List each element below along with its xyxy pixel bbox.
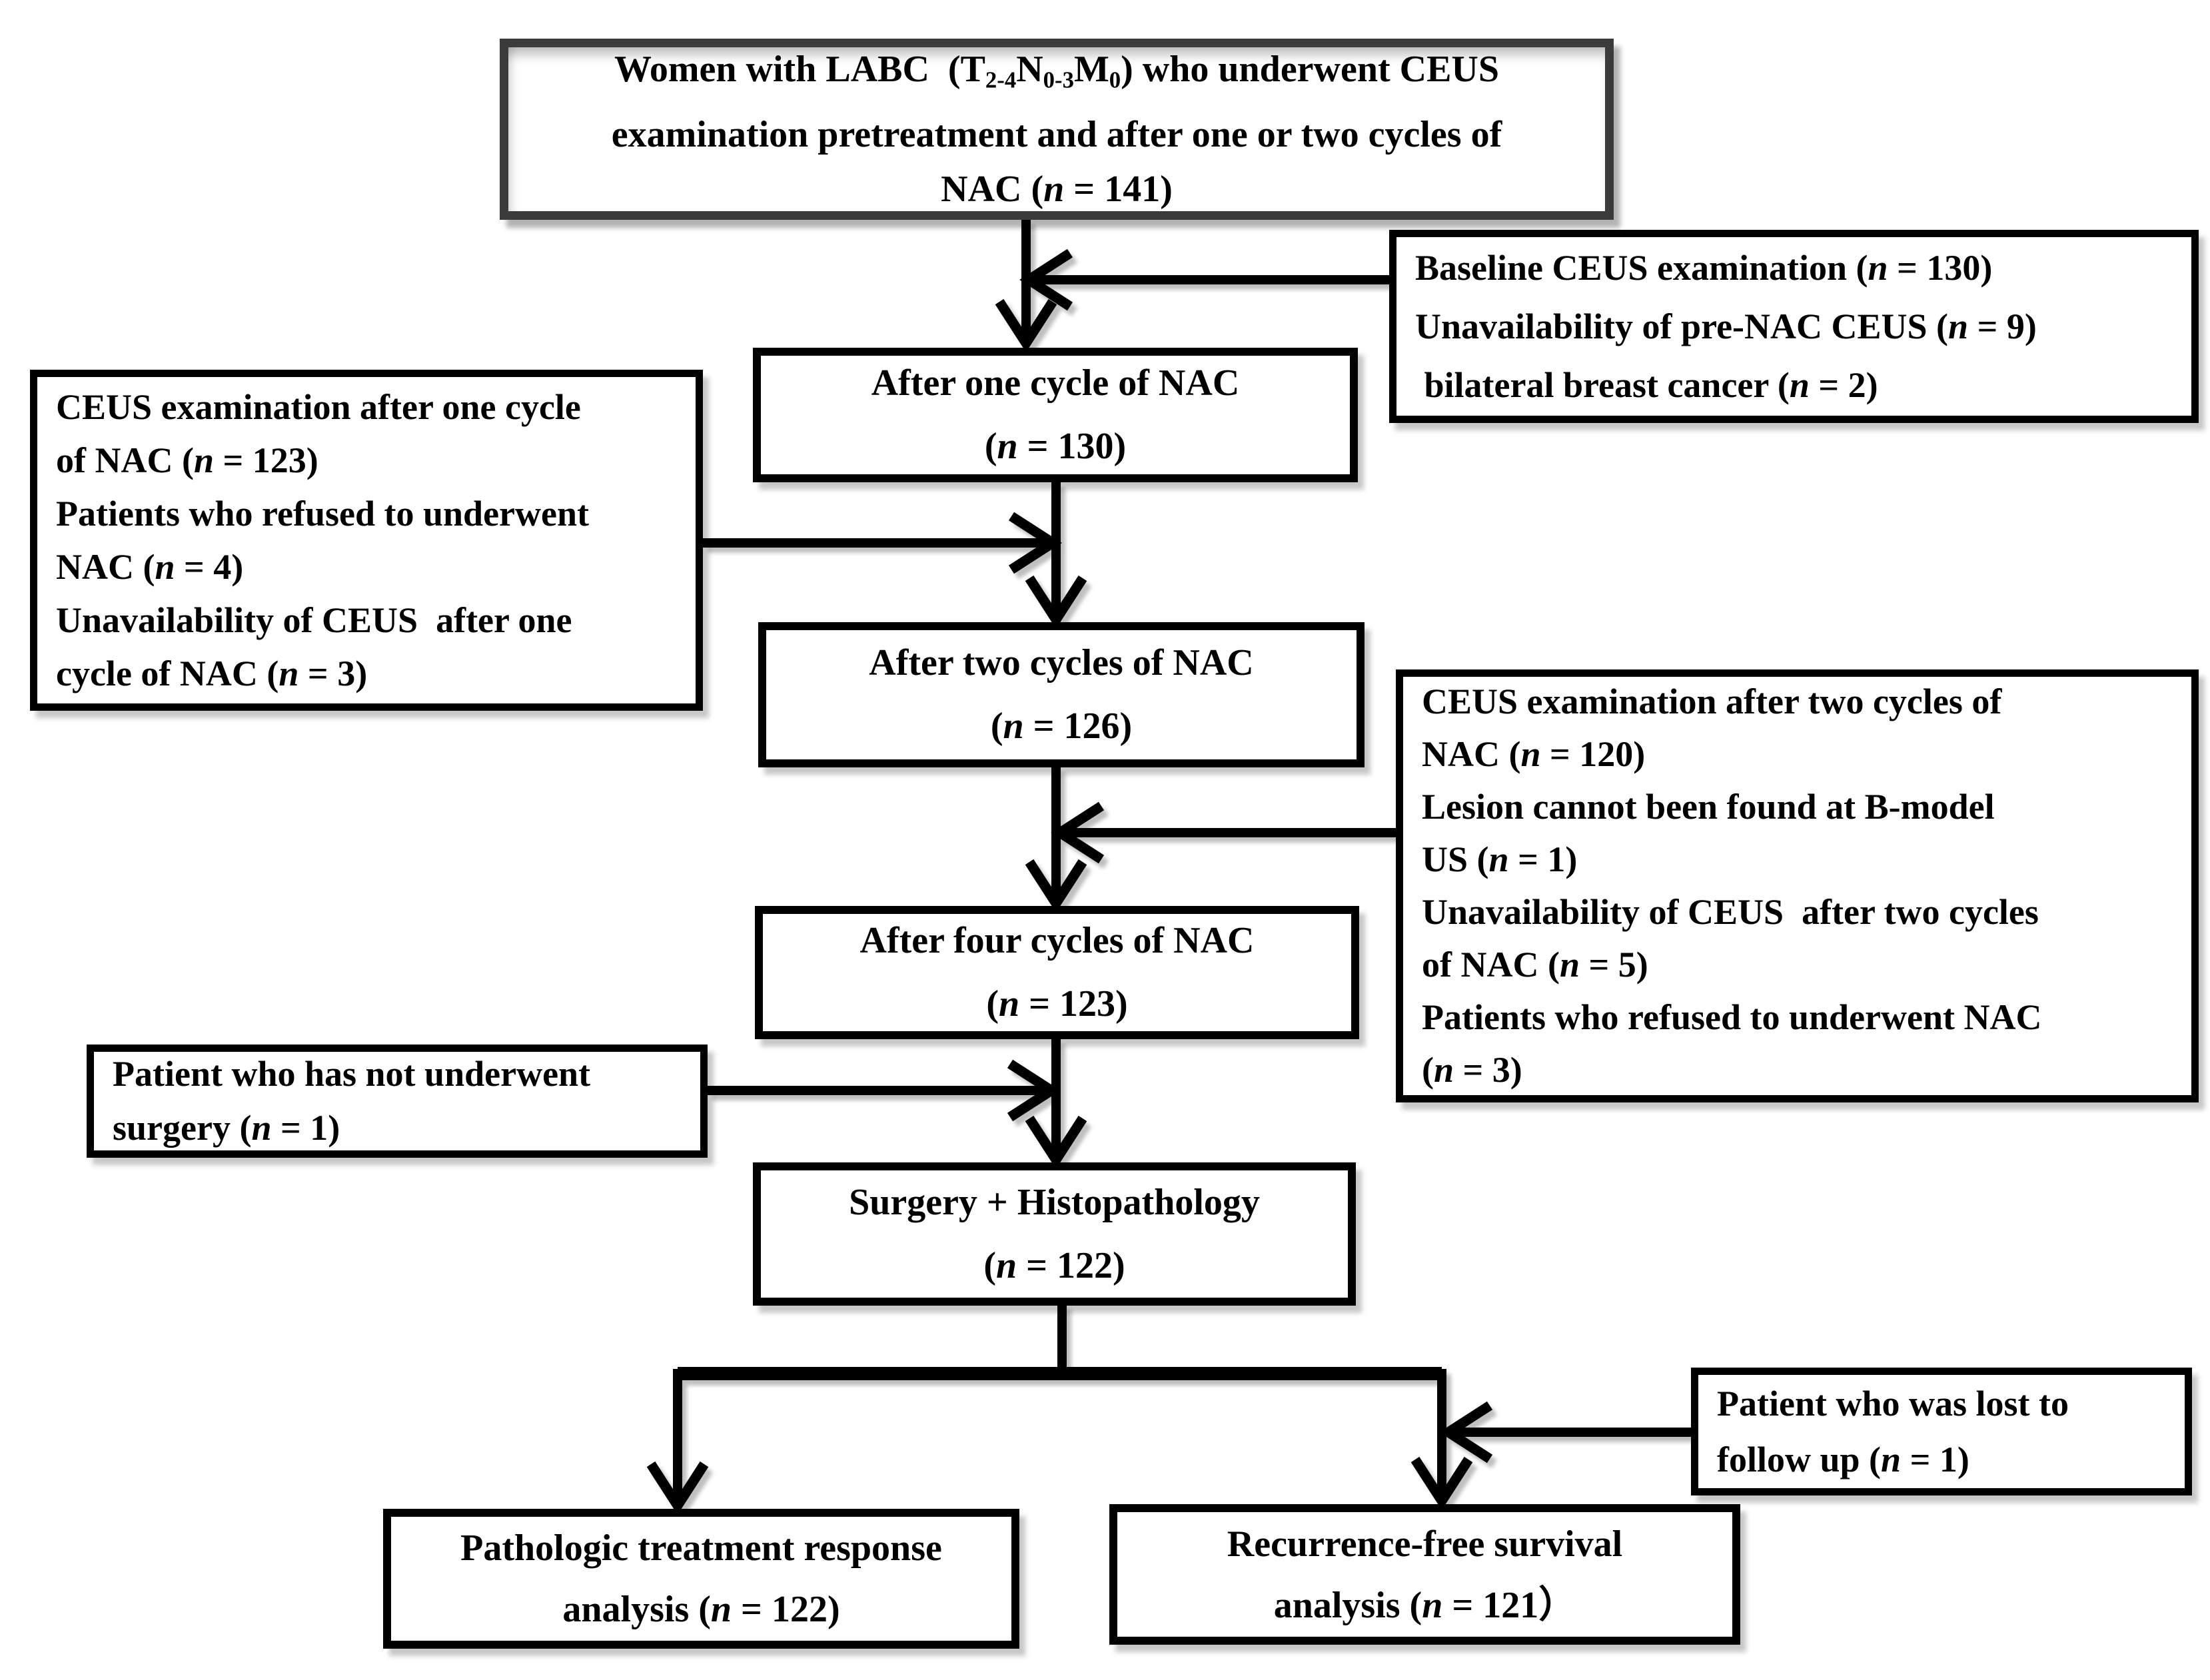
arrowhead-down-one-cycle (995, 298, 1057, 352)
text-line: analysis (n = 122) (562, 1589, 840, 1630)
text-line: Lesion cannot been found at B-model (1422, 787, 1995, 827)
box-after-two-cycles: After two cycles of NAC (n = 126) (758, 622, 1365, 767)
text-line: NAC (n = 141) (941, 169, 1173, 210)
text-line: (n = 130) (984, 426, 1127, 467)
text-line: (n = 126) (990, 705, 1133, 747)
text-line: After two cycles of NAC (869, 642, 1254, 683)
text-line: analysis (n = 121） (1273, 1584, 1576, 1626)
box-exclusion-lost-followup: Patient who was lost to follow up (n = 1) (1691, 1368, 2192, 1495)
arrowhead-down-two-cycles (1025, 575, 1087, 629)
text-line: Patient who has not underwent (113, 1054, 591, 1094)
text-line: Patient who was lost to (1717, 1384, 2069, 1424)
box-enrollment: Women with LABC (T2-4N0-3M0) who underwe… (500, 39, 1614, 220)
text-line: After one cycle of NAC (871, 362, 1240, 404)
text-line: (n = 122) (983, 1244, 1125, 1286)
arrowhead-left-two-cycles-exclusion (1051, 801, 1105, 864)
text-line: Patients who refused to underwent NAC (1422, 997, 2042, 1037)
box-exclusion-baseline: Baseline CEUS examination (n = 130) Unava… (1389, 230, 2199, 423)
arrowhead-right-no-surgery-exclusion (1007, 1059, 1061, 1122)
text-line: cycle of NAC (n = 3) (56, 653, 368, 693)
box-after-one-cycle: After one cycle of NAC (n = 130) (753, 348, 1358, 482)
text-line: Unavailability of CEUS after one (56, 600, 572, 640)
arrowhead-down-pathologic (646, 1461, 709, 1515)
arrowhead-right-one-cycle-exclusion (1008, 512, 1062, 574)
text-line: of NAC (n = 5) (1422, 945, 1648, 985)
text-line: Unavailability of pre-NAC CEUS (n = 9) (1415, 306, 2037, 346)
arrowhead-down-surgery (1025, 1115, 1087, 1169)
box-surgery-histopathology: Surgery + Histopathology (n = 122) (753, 1162, 1356, 1306)
text-line: of NAC (n = 123) (56, 440, 318, 480)
box-pathologic-analysis: Pathologic treatment response analysis (n… (383, 1509, 1019, 1649)
text-line: Pathologic treatment response (460, 1527, 942, 1569)
text-line: Recurrence-free survival (1227, 1523, 1623, 1565)
box-survival-analysis: Recurrence-free survival analysis (n = 12… (1109, 1504, 1740, 1645)
arrowhead-down-four-cycles (1025, 859, 1087, 913)
text-line: NAC (n = 120) (1422, 734, 1646, 774)
text-line: CEUS examination after one cycle (56, 387, 581, 427)
text-line: CEUS examination after two cycles of (1422, 681, 2002, 721)
text-line: Baseline CEUS examination (n = 130) (1415, 248, 1993, 288)
text-line: Unavailability of CEUS after two cycles (1422, 892, 2039, 932)
text-line: After four cycles of NAC (859, 920, 1255, 961)
text-line: bilateral breast cancer (n = 2) (1415, 365, 1878, 405)
arrowhead-down-survival (1410, 1456, 1473, 1510)
box-exclusion-no-surgery: Patient who has not underwent surgery (n … (87, 1045, 708, 1158)
text-line: Women with LABC (T2-4N0-3M0) who underwe… (614, 48, 1500, 93)
box-exclusion-one-cycle: CEUS examination after one cycle of NAC (… (30, 370, 703, 711)
box-exclusion-two-cycles: CEUS examination after two cycles of NAC … (1396, 669, 2199, 1102)
arrowhead-left-baseline (1019, 248, 1073, 311)
text-line: Surgery + Histopathology (849, 1181, 1260, 1223)
arrowhead-left-lost-followup (1439, 1401, 1493, 1464)
box-after-four-cycles: After four cycles of NAC (n = 123) (755, 906, 1359, 1039)
text-line: US (n = 1) (1422, 839, 1578, 879)
text-line: (n = 3) (1422, 1050, 1522, 1090)
text-line: Patients who refused to underwent (56, 494, 589, 534)
text-line: (n = 123) (986, 983, 1128, 1025)
text-line: examination pretreatment and after one o… (611, 114, 1502, 156)
text-line: follow up (n = 1) (1717, 1440, 1969, 1479)
text-line: NAC (n = 4) (56, 547, 244, 587)
text-line: surgery (n = 1) (113, 1108, 340, 1148)
